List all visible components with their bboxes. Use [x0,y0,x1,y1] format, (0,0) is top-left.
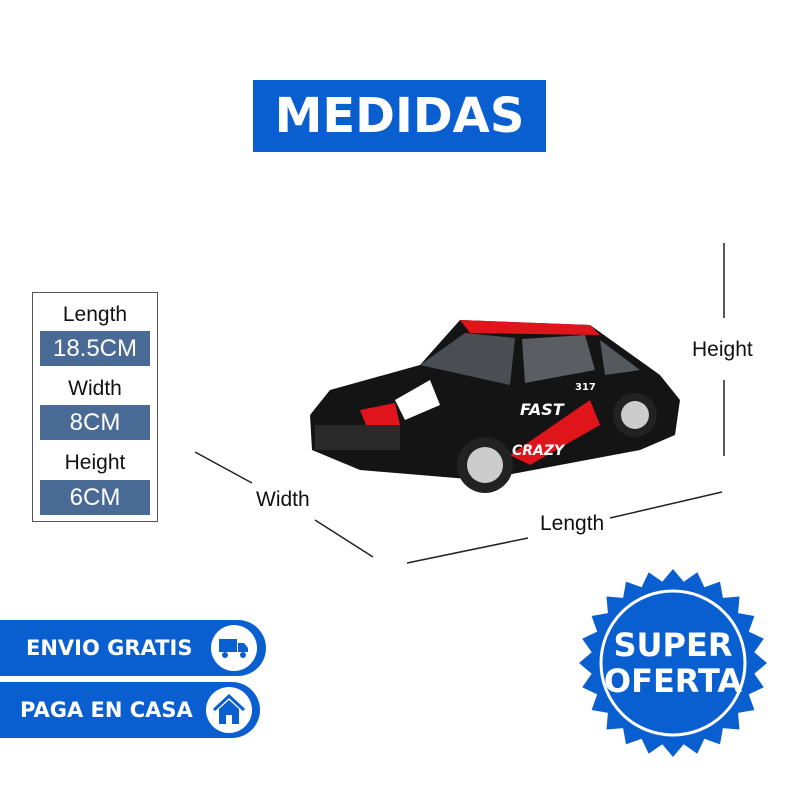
spec-value-height: 6CM [40,480,150,515]
badge-label: PAGA EN CASA [20,698,193,722]
length-line-right [609,491,723,519]
badge-label: ENVIO GRATIS [26,636,193,660]
offer-line2: OFERTA [604,662,742,700]
spec-value-width: 8CM [40,405,150,440]
spec-value-length: 18.5CM [40,331,150,366]
car-decal-crazy: CRAZY [512,443,566,459]
width-line-bottom [314,519,374,558]
spec-label-length: Length [62,303,128,326]
length-dimension-label: Length [540,512,605,535]
spec-table: Length 18.5CM Width 8CM Height 6CM [32,292,158,522]
width-line-top [194,451,253,484]
offer-line1: SUPER [614,626,733,664]
spec-label-width: Width [68,377,122,400]
rc-car-image: FAST CRAZY 317 [310,320,680,493]
house-icon [206,687,252,733]
car-decal-fast: FAST [520,400,565,419]
page-title: MEDIDAS [253,80,546,152]
length-line-left [406,537,529,564]
truck-icon [211,625,257,671]
spec-label-height: Height [64,451,126,474]
car-decal-number: 317 [575,382,596,393]
badge-paga-en-casa: PAGA EN CASA [0,682,260,738]
width-dimension-label: Width [256,488,310,511]
badge-envio-gratis: ENVIO GRATIS [0,620,266,676]
super-oferta-badge: SUPER OFERTA [579,569,767,757]
height-dimension-label: Height [692,338,753,361]
